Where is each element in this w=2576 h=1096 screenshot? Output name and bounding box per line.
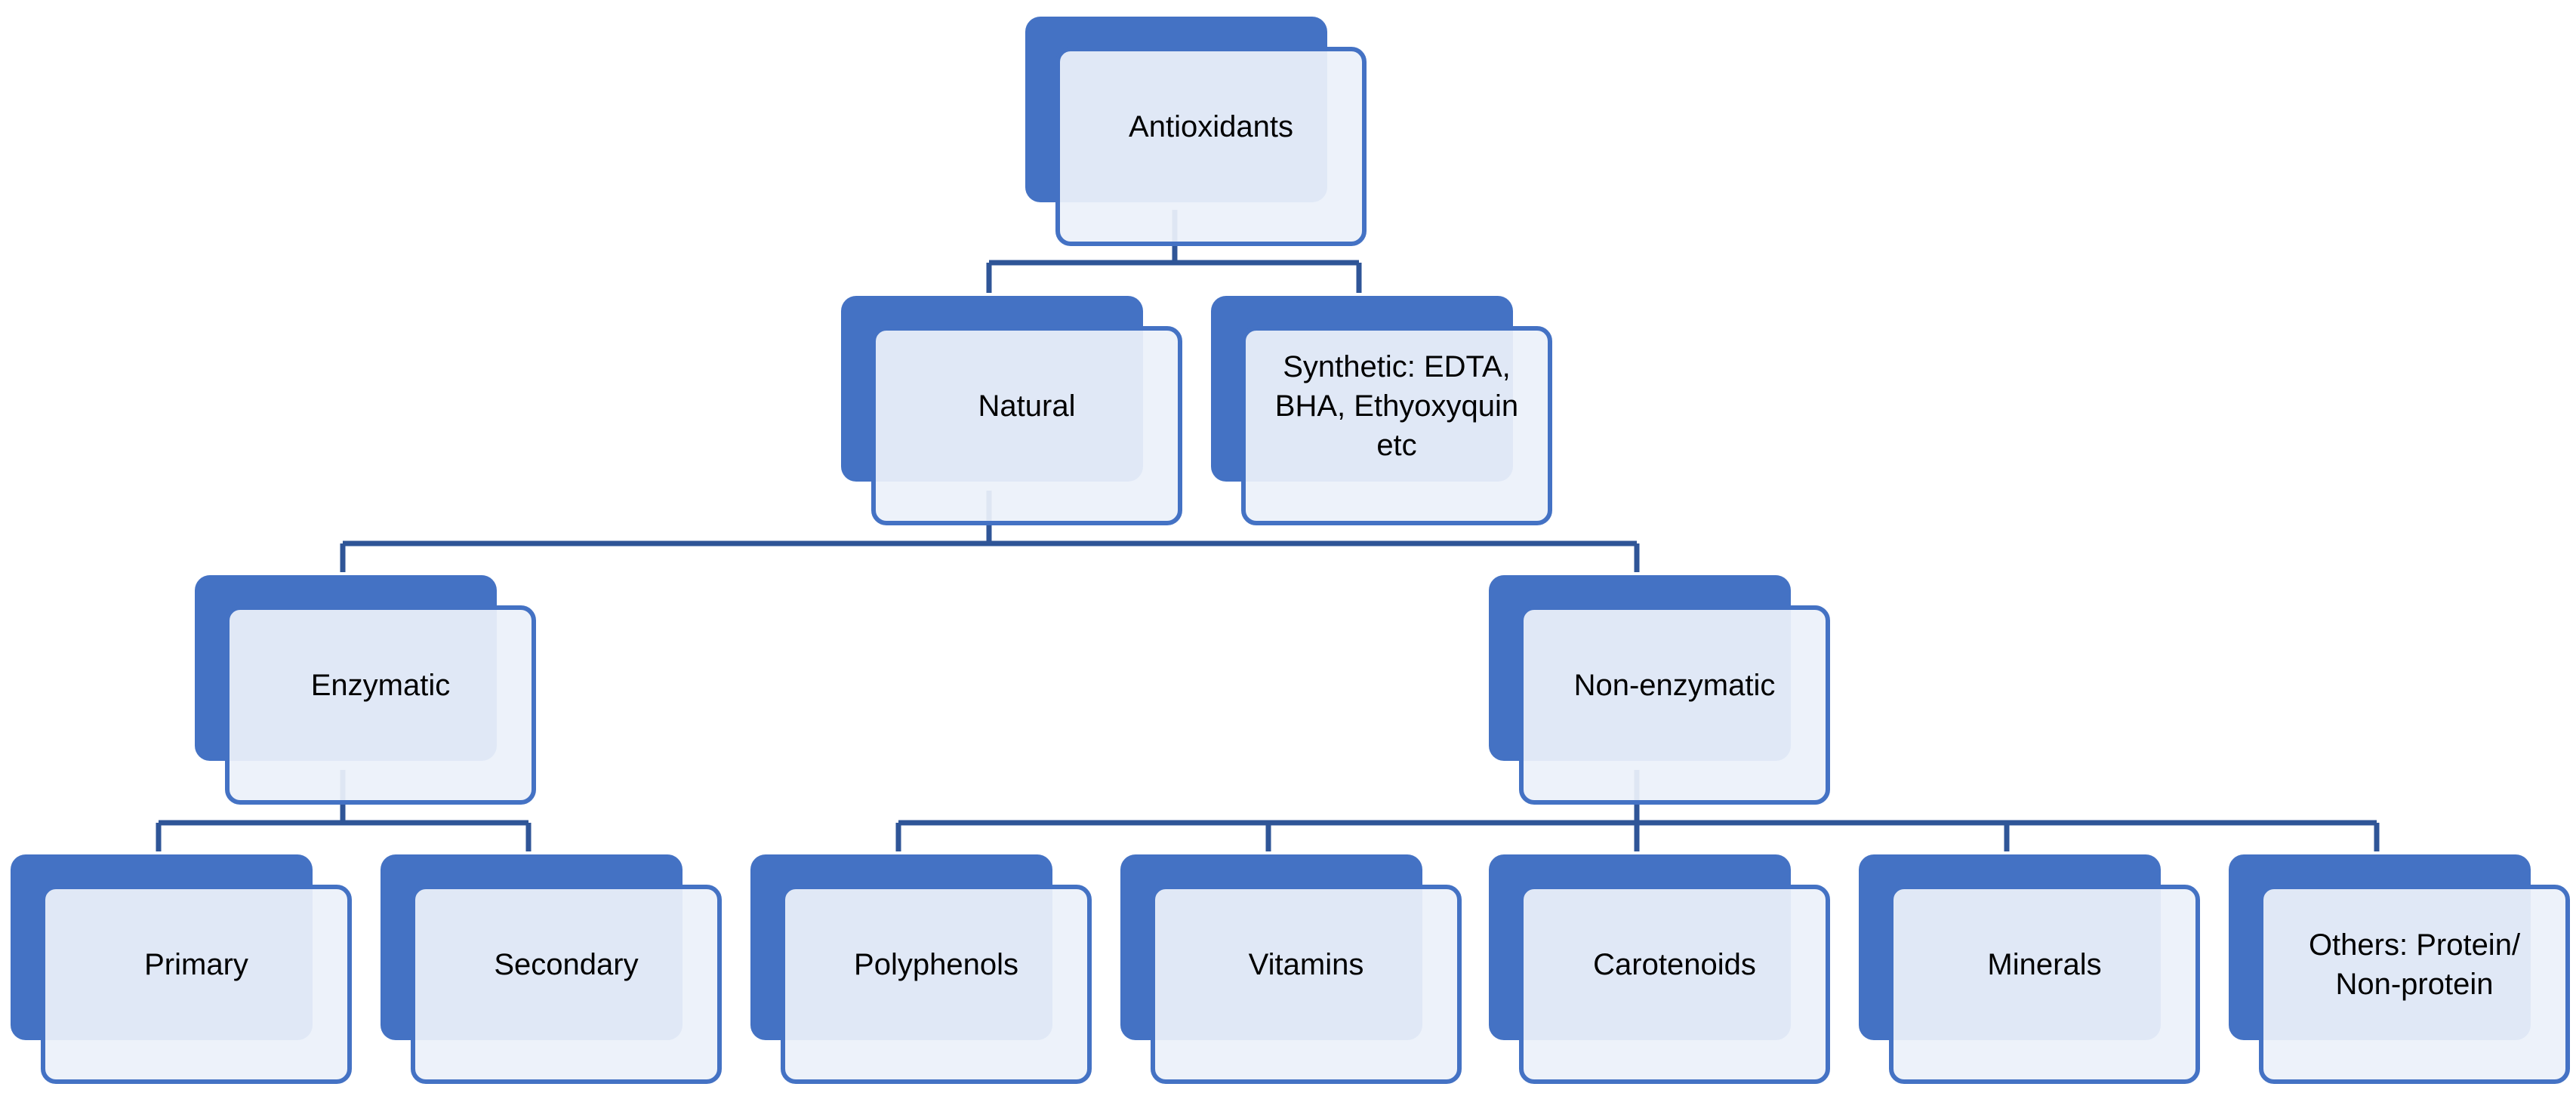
node-label: Antioxidants — [1129, 110, 1293, 143]
node-antioxidants: Antioxidants — [1025, 17, 1367, 258]
node-label: Carotenoids — [1593, 948, 1756, 981]
node-enzymatic: Enzymatic — [195, 575, 536, 817]
node-label: Polyphenols — [854, 948, 1018, 981]
node-label: Vitamins — [1248, 948, 1364, 981]
node-label: Minerals — [1987, 948, 2102, 981]
node-non-enzymatic: Non-enzymatic — [1489, 575, 1830, 817]
node-label: Secondary — [494, 948, 639, 981]
node-synthetic: Synthetic: EDTA, BHA, Ethyoxyquin etc — [1211, 296, 1552, 537]
node-label: Primary — [144, 948, 248, 981]
node-label: Natural — [978, 389, 1076, 423]
node-primary: Primary — [11, 854, 352, 1096]
node-polyphenols: Polyphenols — [750, 854, 1092, 1096]
node-label: Others: Protein/ Non-protein — [2308, 928, 2521, 1001]
node-label: Enzymatic — [310, 669, 451, 702]
node-label: Synthetic: EDTA, BHA, Ethyoxyquin etc — [1274, 350, 1519, 462]
node-vitamins: Vitamins — [1120, 854, 1462, 1096]
node-carotenoids: Carotenoids — [1489, 854, 1830, 1096]
node-natural: Natural — [841, 296, 1182, 537]
node-others: Others: Protein/ Non-protein — [2229, 854, 2570, 1096]
node-minerals: Minerals — [1859, 854, 2200, 1096]
node-label: Non-enzymatic — [1573, 669, 1776, 702]
node-secondary: Secondary — [381, 854, 722, 1096]
